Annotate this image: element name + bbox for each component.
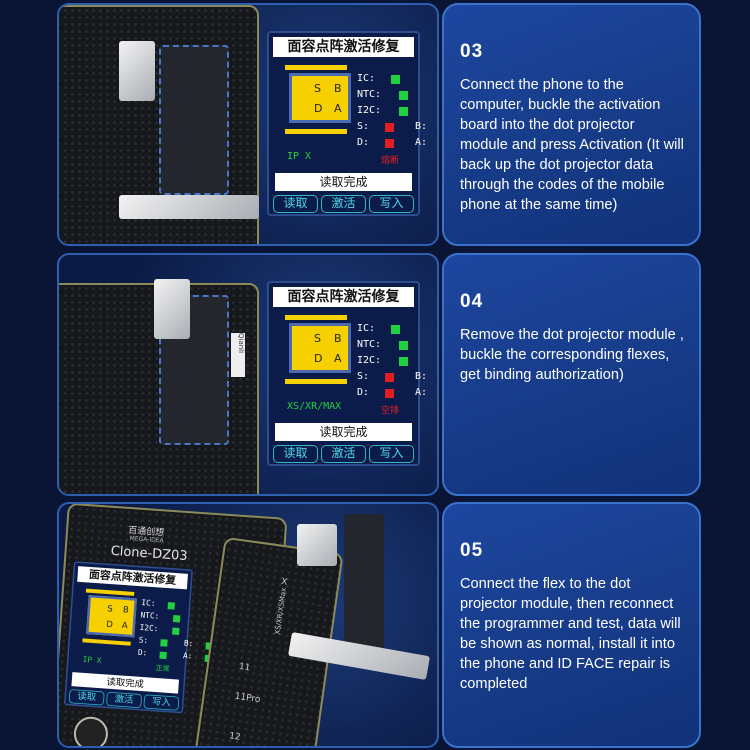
- indicator-green: [391, 325, 400, 334]
- indicator-green: [399, 357, 408, 366]
- step-04-card: 04 Remove the dot projector module , buc…: [442, 253, 701, 496]
- chip-pin: D: [314, 102, 323, 115]
- board-label: XS/XR/XSMax: [273, 587, 288, 636]
- indicator-label: I2C:: [139, 623, 159, 634]
- chip-diagram: S B D A: [289, 73, 351, 123]
- chip-pin: S: [314, 82, 321, 95]
- indicator-green: [160, 639, 168, 647]
- step-04-photo: Qianli 面容点阵激活修复 S B D A IC: NTC: I2C: S: B: D…: [57, 253, 439, 496]
- chip-diagram: S B D A: [86, 595, 137, 638]
- indicator-green: [399, 341, 408, 350]
- step-05-card: 05 Connect the flex to the dot projector…: [442, 502, 701, 748]
- chip-pin: S: [314, 332, 321, 345]
- step-text: Connect the flex to the dot projector mo…: [460, 576, 681, 692]
- indicator-label: B:: [183, 639, 194, 649]
- indicator-label: NTC:: [357, 339, 382, 350]
- board-label: 12: [228, 731, 242, 743]
- read-button[interactable]: 读取: [68, 689, 105, 706]
- flex-label: Qianli: [231, 333, 245, 377]
- indicator-label: IC:: [357, 73, 376, 84]
- indicator-green: [172, 615, 181, 623]
- chip-pin: B: [334, 82, 342, 95]
- indicator-label: B:: [415, 121, 428, 132]
- read-button[interactable]: 读取: [273, 195, 318, 213]
- connector: [119, 41, 155, 101]
- indicator-label: A:: [415, 137, 428, 148]
- step-03-card: 03 Connect the phone to the computer, bu…: [442, 3, 701, 246]
- activate-button[interactable]: 激活: [321, 445, 366, 463]
- indicator-green: [172, 627, 180, 635]
- device-screen: 面容点阵激活修复 S B D A IC: NTC: I2C: S: B: D: A: XS/…: [267, 281, 427, 466]
- state-label: 熔断: [381, 156, 400, 166]
- indicator-label: I2C:: [357, 355, 382, 366]
- chip-pin: S: [107, 603, 114, 614]
- state-label: 正常: [155, 664, 170, 674]
- write-button[interactable]: 写入: [369, 445, 414, 463]
- chip-pin: A: [334, 102, 342, 115]
- indicator-red: [385, 123, 394, 132]
- step-03-photo: 面容点阵激活修复 S B D A IC: NTC: I2C: S: B: D: A: IP …: [57, 3, 439, 246]
- indicator-red: [385, 373, 394, 382]
- indicator-label: S:: [138, 636, 149, 646]
- chip-pin: B: [122, 604, 130, 616]
- indicator-label: I2C:: [357, 105, 382, 116]
- read-button[interactable]: 读取: [273, 445, 318, 463]
- step-number: 03: [460, 41, 484, 62]
- model-label: IP X: [287, 151, 312, 162]
- indicator-label: NTC:: [357, 89, 382, 100]
- step-number: 04: [460, 291, 484, 312]
- screen-title: 面容点阵激活修复: [273, 37, 414, 57]
- indicator-green: [159, 651, 167, 660]
- activate-button[interactable]: 激活: [106, 691, 143, 709]
- indicator-label: D:: [357, 387, 370, 398]
- chip-pin: D: [105, 618, 114, 630]
- indicator-green: [167, 602, 176, 610]
- indicator-label: S:: [357, 371, 370, 382]
- indicator-label: IC:: [357, 323, 376, 334]
- board-label: X: [280, 577, 288, 588]
- connector: [297, 524, 337, 566]
- step-text: Connect the phone to the computer, buckl…: [460, 77, 684, 213]
- board-label: 11Pro: [234, 691, 261, 706]
- screen-title: 面容点阵激活修复: [273, 287, 414, 307]
- indicator-label: D:: [137, 648, 148, 658]
- board-label: 11: [238, 661, 251, 674]
- indicator-label: B:: [415, 371, 428, 382]
- model-label: XS/XR/MAX: [287, 401, 342, 412]
- indicator-label: IC:: [141, 598, 156, 609]
- indicator-label: NTC:: [140, 611, 160, 622]
- state-label: 空排: [381, 406, 400, 416]
- indicator-label: D:: [357, 137, 370, 148]
- chip-pin: A: [121, 620, 129, 631]
- status-bar: 读取完成: [275, 423, 412, 441]
- model-label: IP X: [82, 655, 102, 666]
- chip-pin: A: [334, 352, 342, 365]
- chip-pin: B: [334, 332, 342, 345]
- indicator-label: S:: [357, 121, 370, 132]
- chip-pin: D: [314, 352, 323, 365]
- connector: [154, 279, 190, 339]
- chip-diagram: S B D A: [289, 323, 351, 373]
- step-text: Remove the dot projector module , buckle…: [460, 327, 684, 383]
- indicator-red: [385, 139, 394, 148]
- step-number: 05: [460, 540, 484, 561]
- brand-en: MEGA-IDEA: [129, 535, 164, 545]
- screen-title: 面容点阵激活修复: [77, 566, 188, 590]
- indicator-green: [399, 107, 408, 116]
- step-05-photo: 百通创想 MEGA-IDEA Clone-DZ03 面容点阵激活修复 S B D…: [57, 502, 439, 748]
- dot-projector-module: [119, 195, 259, 219]
- indicator-red: [385, 389, 394, 398]
- indicator-green: [391, 75, 400, 84]
- status-bar: 读取完成: [275, 173, 412, 191]
- activate-button[interactable]: 激活: [321, 195, 366, 213]
- indicator-label: A:: [415, 387, 428, 398]
- write-button[interactable]: 写入: [369, 195, 414, 213]
- device-screen: 面容点阵激活修复 S B D A IC: NTC: I2C: S: B: D: A: IP …: [267, 31, 427, 216]
- write-button[interactable]: 写入: [143, 694, 180, 711]
- indicator-label: A:: [182, 651, 193, 661]
- indicator-green: [399, 91, 408, 100]
- model-name: Clone-DZ03: [110, 543, 189, 565]
